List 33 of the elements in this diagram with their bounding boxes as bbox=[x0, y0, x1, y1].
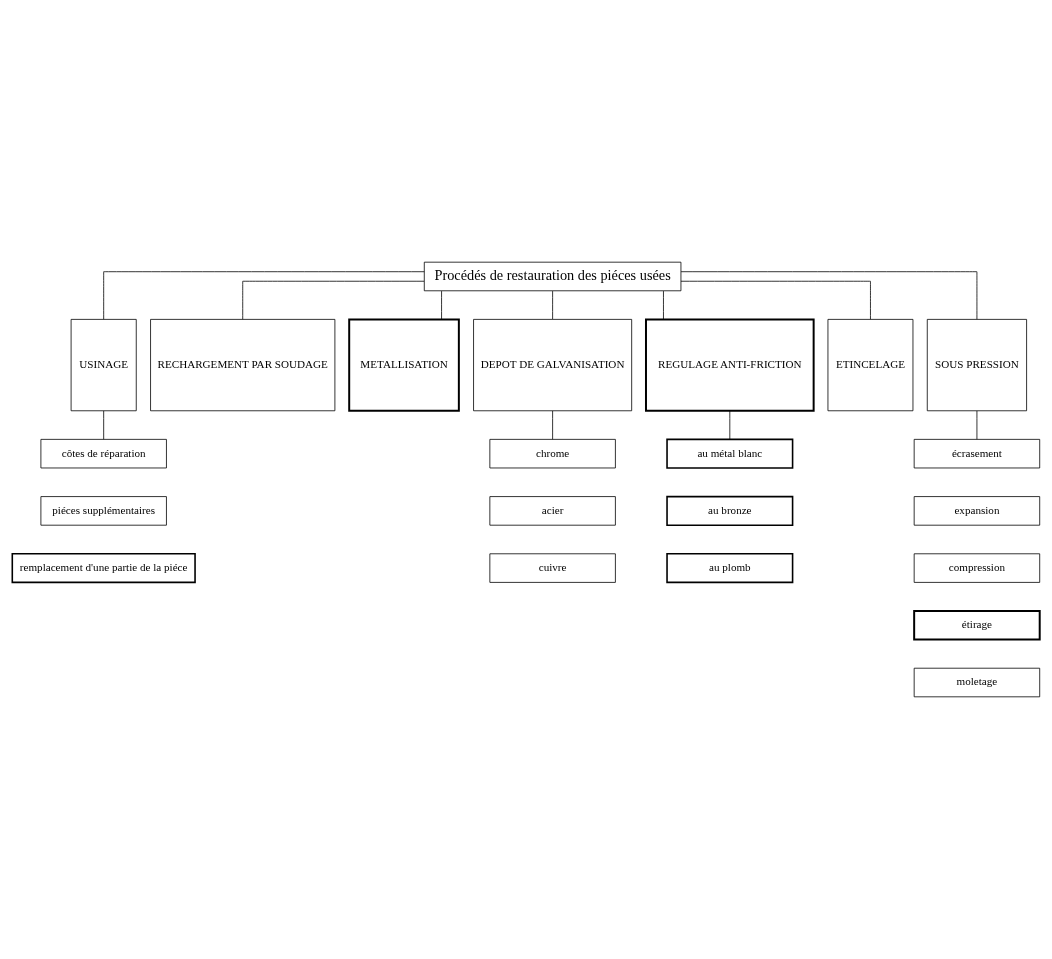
node-box: expansion bbox=[913, 496, 1041, 526]
connector bbox=[976, 410, 978, 440]
node-box: au métal blanc bbox=[666, 438, 794, 469]
node-box: acier bbox=[489, 496, 616, 526]
node-box: REGULAGE ANTI-FRICTION bbox=[645, 318, 815, 412]
node-box: ETINCELAGE bbox=[827, 319, 914, 412]
connector bbox=[680, 280, 871, 320]
node-box: METALLISATION bbox=[348, 318, 460, 412]
connector bbox=[729, 410, 731, 440]
node-box: SOUS PRESSION bbox=[926, 319, 1027, 412]
connector bbox=[663, 290, 664, 320]
node-box: Procédés de restauration des piéces usées bbox=[423, 261, 682, 292]
node-box: chrome bbox=[489, 438, 616, 469]
node-box: compression bbox=[913, 553, 1041, 583]
node-box: remplacement d'une partie de la piéce bbox=[11, 553, 196, 584]
node-box: étirage bbox=[913, 610, 1041, 641]
node-box: USINAGE bbox=[70, 319, 137, 412]
node-box: cuivre bbox=[489, 553, 616, 583]
node-box: au plomb bbox=[666, 553, 794, 584]
connector bbox=[242, 280, 425, 320]
node-box: moletage bbox=[913, 667, 1041, 698]
connector bbox=[680, 271, 978, 320]
node-box: piéces supplémentaires bbox=[40, 496, 167, 526]
connector bbox=[441, 290, 442, 320]
node-box: au bronze bbox=[666, 495, 794, 526]
connector bbox=[103, 271, 425, 320]
node-box: DEPOT DE GALVANISATION bbox=[473, 319, 633, 412]
node-box: RECHARGEMENT PAR SOUDAGE bbox=[150, 319, 336, 412]
connector bbox=[552, 410, 553, 440]
node-box: côtes de réparation bbox=[40, 438, 167, 469]
connector bbox=[103, 410, 105, 440]
connector bbox=[552, 290, 553, 320]
node-box: écrasement bbox=[913, 438, 1041, 469]
